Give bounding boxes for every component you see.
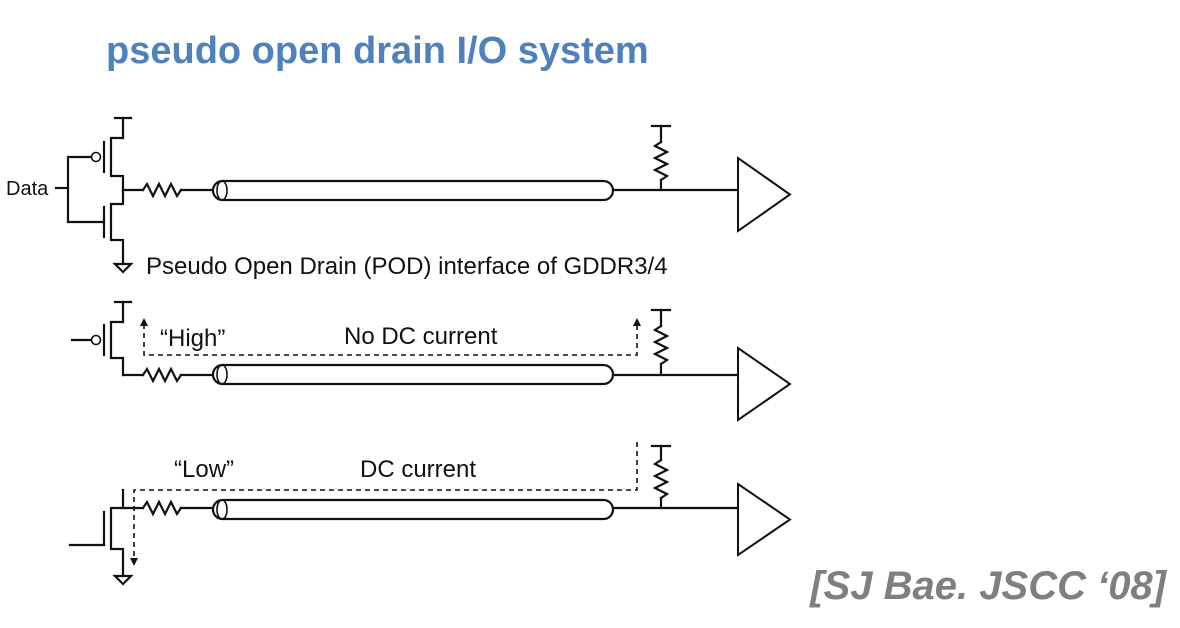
circuit-full-driver [54, 116, 792, 274]
no-dc-current-label: No DC current [344, 323, 498, 350]
low-state-label: “Low” [174, 456, 234, 483]
circuit-high-state [70, 300, 792, 422]
citation: [SJ Bae. JSCC ‘08] [810, 564, 1166, 608]
high-state-label: “High” [160, 325, 225, 352]
diagram-caption: Pseudo Open Drain (POD) interface of GDD… [146, 253, 668, 280]
circuit-low-state [68, 442, 792, 586]
slide-title: pseudo open drain I/O system [106, 30, 649, 72]
data-input-label: Data [6, 178, 49, 200]
dc-current-label: DC current [360, 456, 476, 483]
